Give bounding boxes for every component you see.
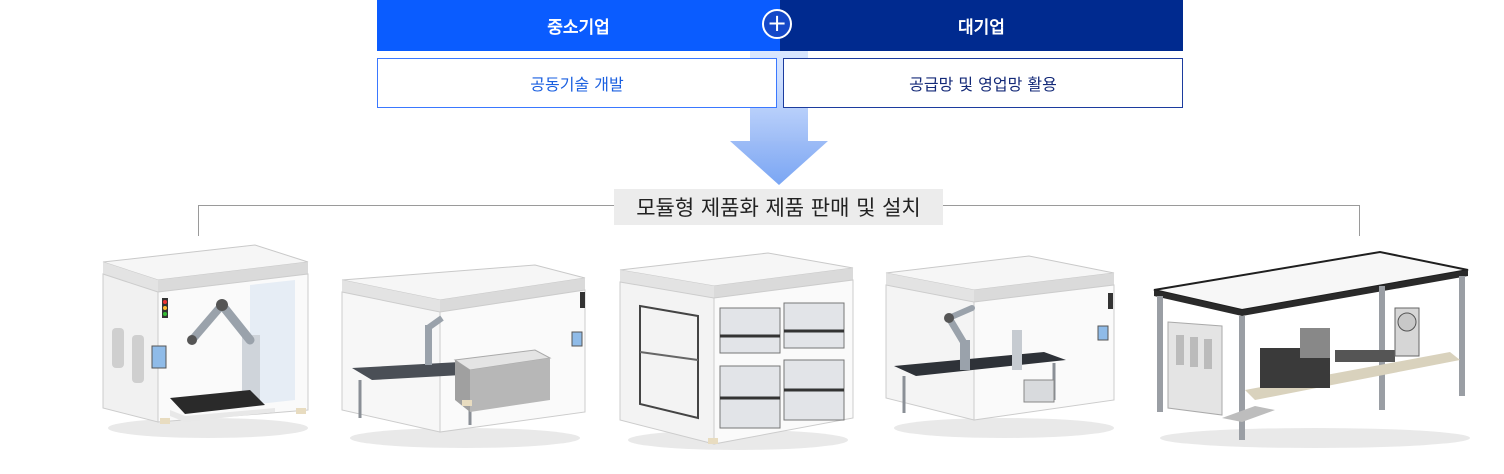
- flow-arrow-head: [730, 141, 828, 185]
- robot-table-cell-icon: [885, 255, 1115, 438]
- products-caption: 모듈형 제품화 제품 판매 및 설치: [614, 189, 943, 225]
- plus-icon: +: [762, 9, 792, 39]
- robot-conveyor-cell-icon: [341, 264, 586, 448]
- robot-palletizing-cell-icon: [102, 244, 309, 438]
- shelving-storage-cell-icon: [619, 252, 854, 450]
- packaging-line-cell-icon: [1153, 250, 1470, 448]
- sme-role-box: 공동기술 개발: [377, 58, 777, 108]
- large-company-role-box: 공급망 및 영업망 활용: [783, 58, 1183, 108]
- sme-header: 중소기업: [377, 0, 780, 51]
- large-company-header: 대기업: [780, 0, 1183, 51]
